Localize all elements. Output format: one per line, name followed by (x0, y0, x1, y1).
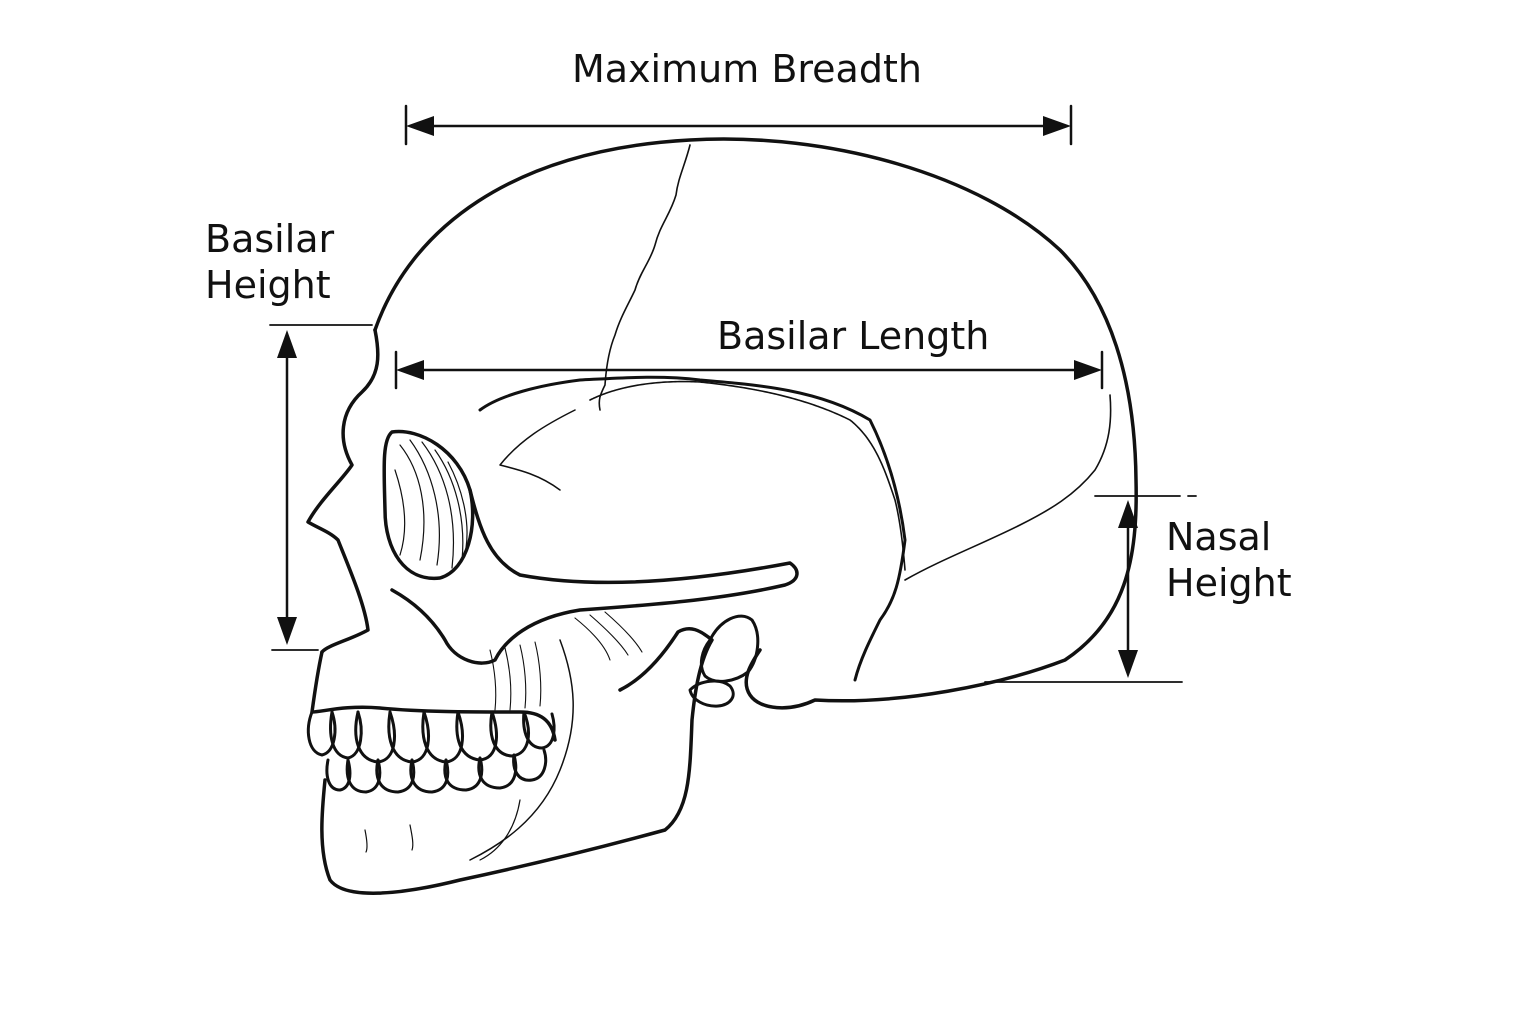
temporal-bone (478, 375, 907, 682)
mandible-ramus (469, 639, 574, 861)
condyle (699, 614, 760, 683)
coronal-suture (598, 144, 691, 411)
zygoma-hatching (489, 611, 643, 711)
lower-teeth (325, 748, 548, 794)
squamosal-suture (589, 380, 906, 571)
maxilla (310, 650, 557, 742)
upper-teeth (306, 710, 556, 764)
basilar-height-label-line2: Height (205, 263, 331, 307)
eye-orbit (382, 429, 475, 580)
maximum-breadth-label: Maximum Breadth (572, 47, 922, 91)
mandible (320, 627, 714, 895)
sphenoid-line (499, 409, 576, 491)
nasal-height-label-line1: Nasal (1166, 515, 1272, 559)
occipital-suture (904, 394, 1112, 581)
arrowheads (277, 116, 1138, 678)
nasal-height-label-line2: Height (1166, 561, 1292, 605)
brow-nose-profile (306, 328, 380, 654)
zygomatic-arch (390, 488, 799, 665)
cranium-outline (373, 137, 1138, 710)
measurement-lines (269, 104, 1197, 683)
jaw-detail (364, 799, 521, 861)
styloid (688, 679, 735, 708)
nasal-height-label: Nasal Height (1166, 514, 1292, 606)
basilar-height-label-line1: Basilar (205, 217, 335, 261)
basilar-height-label: Basilar Height (205, 216, 334, 308)
orbit-hatching (394, 439, 468, 569)
basilar-length-label: Basilar Length (717, 314, 990, 358)
